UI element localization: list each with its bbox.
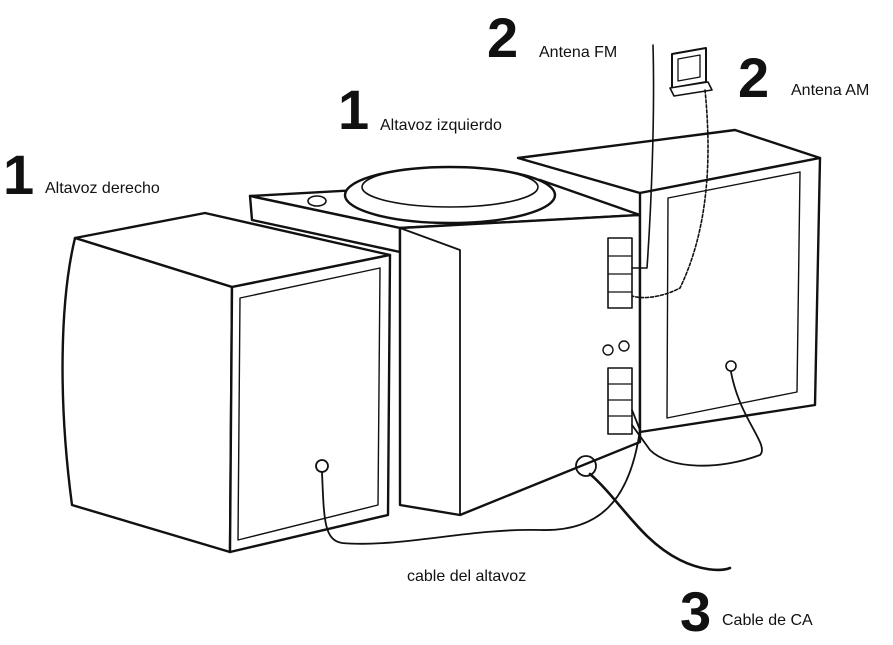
am-antenna-number: 2 [738,50,767,106]
ac-cable-label: Cable de CA [722,612,813,630]
right-speaker-number: 1 [3,147,32,203]
right-speaker-illustration [63,213,390,552]
ac-cable-number: 3 [680,584,709,640]
ac-power-cord [590,474,730,570]
right-speaker-label: Altavoz derecho [45,180,160,198]
fm-antenna-number: 2 [487,10,516,66]
left-speaker-number: 1 [338,82,367,138]
speaker-cable-label: cable del altavoz [407,568,526,586]
am-antenna-label: Antena AM [791,82,869,100]
left-speaker-label: Altavoz izquierdo [380,117,502,135]
fm-antenna-label: Antena FM [539,44,617,62]
